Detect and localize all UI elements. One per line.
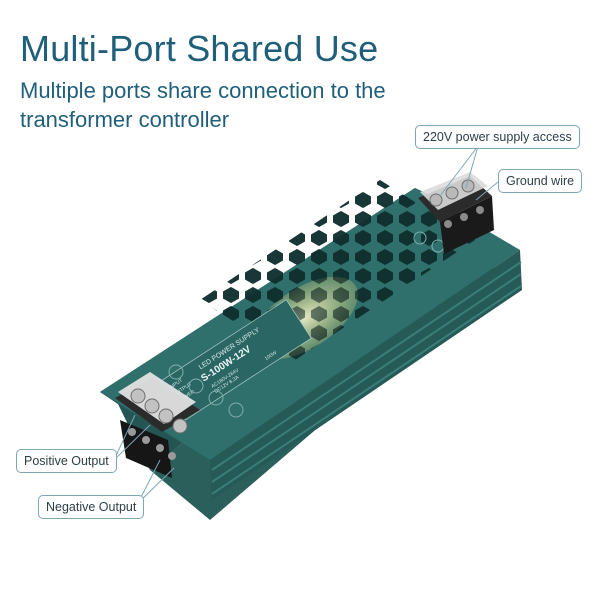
output-terminal-block [115,372,200,478]
callout-power-supply-access: 220V power supply access [415,125,580,149]
page-subtitle: Multiple ports share connection to the t… [20,78,386,132]
callout-lines [113,145,499,504]
input-terminal-block [418,172,494,254]
callout-positive-output: Positive Output [16,449,117,473]
callout-ground-wire: Ground wire [498,169,583,193]
callout-negative-output: Negative Output [38,495,145,519]
certification-marks [168,231,445,418]
page-title: Multi-Port Shared Use [20,28,379,69]
